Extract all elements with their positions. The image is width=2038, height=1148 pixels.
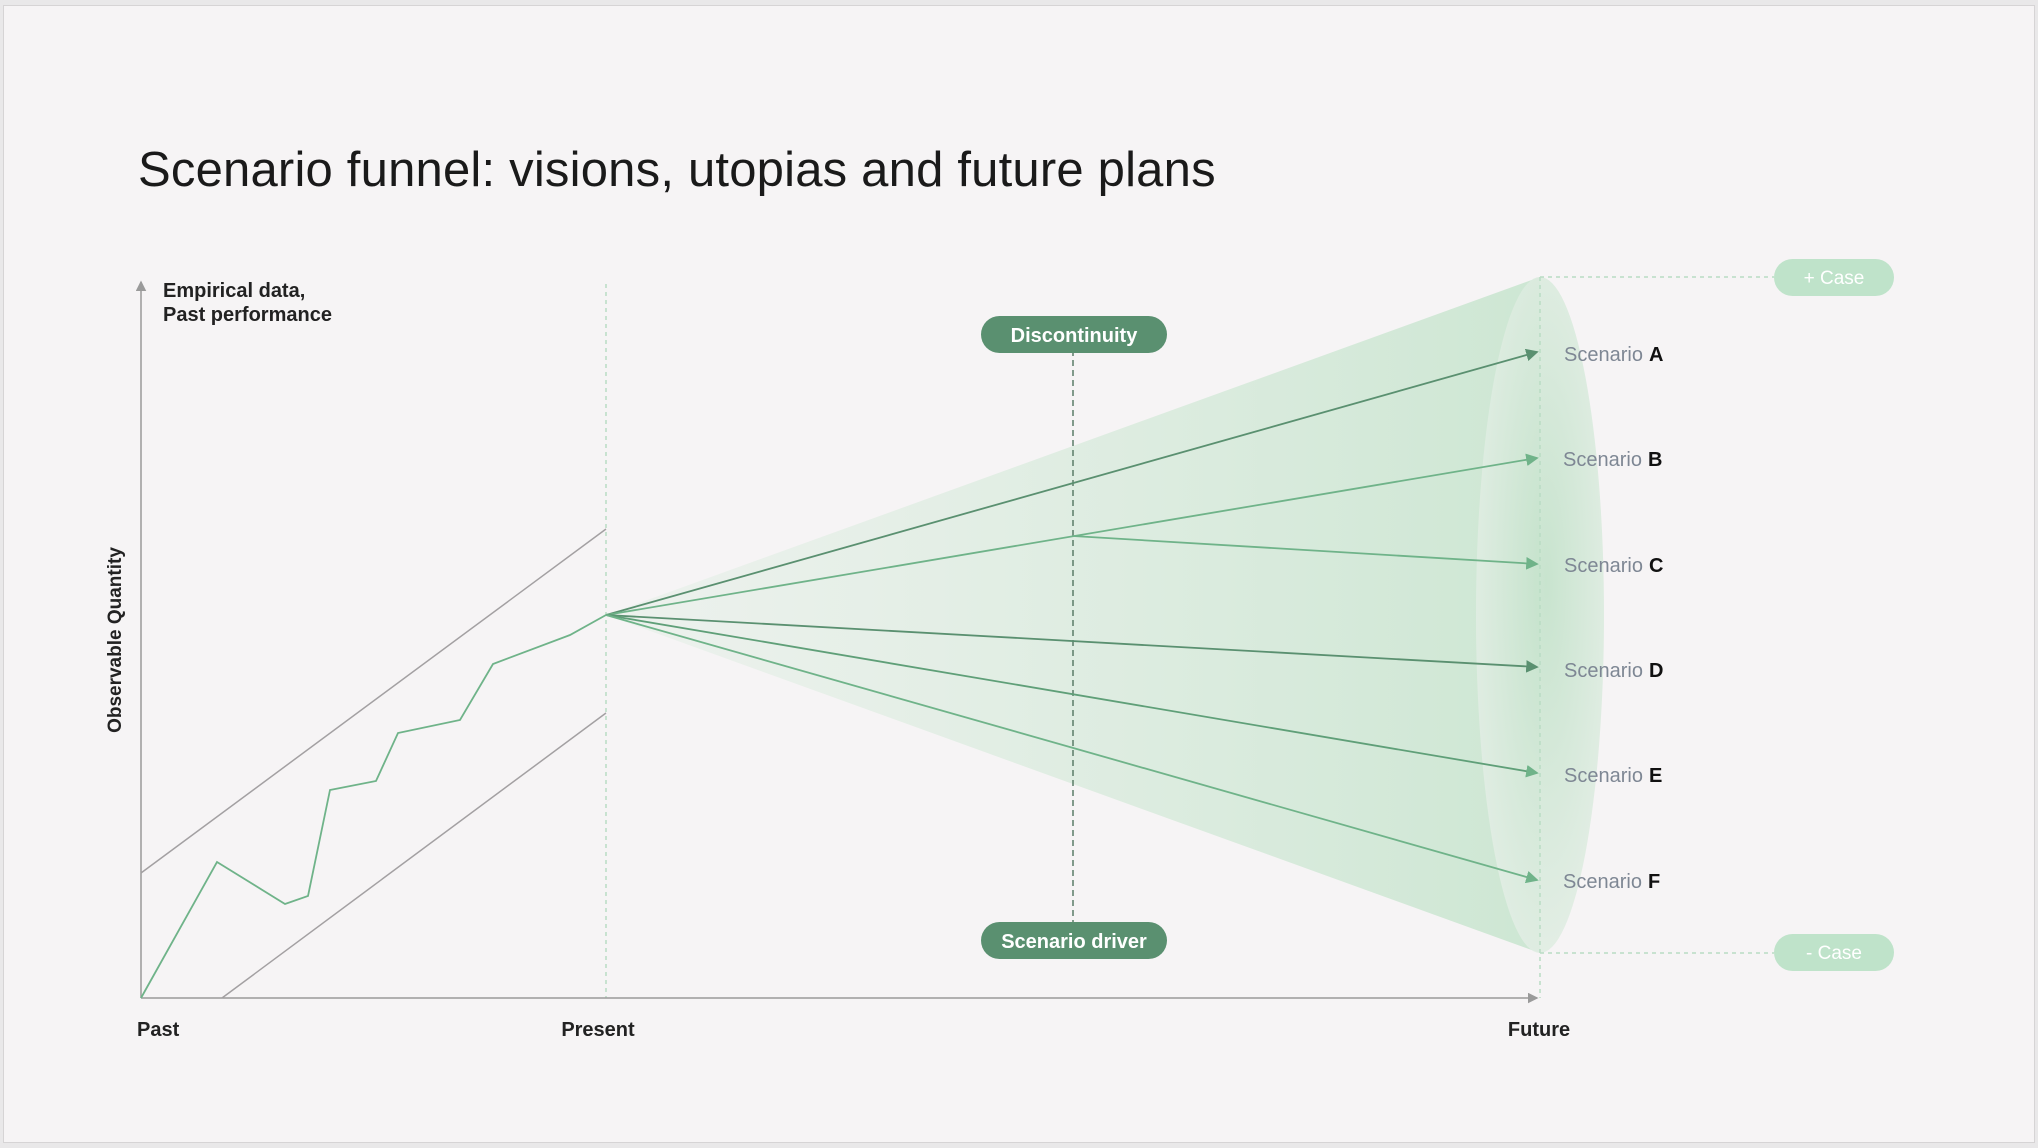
scenario-word: Scenario: [1564, 765, 1643, 787]
empirical-label-line1: Empirical data,: [163, 280, 305, 302]
scenario-label-e: Scenario E: [1564, 765, 1662, 787]
scenario-word: Scenario: [1563, 449, 1642, 471]
scenario-letter: C: [1649, 555, 1663, 577]
arrow-scenario-b: [605, 453, 1539, 616]
arrow-scenario-e: [605, 614, 1539, 778]
scenario-letter: E: [1649, 765, 1662, 787]
scenario-label-c: Scenario C: [1564, 555, 1663, 577]
x-label-past: Past: [137, 1019, 180, 1041]
scenario-letter: F: [1648, 871, 1660, 893]
arrow-scenario-c: [1072, 535, 1539, 570]
historical-data-line: [140, 614, 607, 999]
arrow-scenario-a: [605, 348, 1539, 616]
scenario-label-a: Scenario A: [1564, 344, 1663, 366]
scenario-label-b: Scenario B: [1563, 449, 1662, 471]
scenario-word: Scenario: [1564, 344, 1643, 366]
lower-band-line: [221, 712, 607, 999]
arrow-scenario-d: [605, 614, 1539, 673]
svg-text:- Case: - Case: [1806, 943, 1862, 964]
discontinuity-badge: Discontinuity: [981, 316, 1167, 353]
svg-text:+ Case: + Case: [1804, 268, 1865, 289]
scenario-label-d: Scenario D: [1564, 660, 1663, 682]
y-axis-label: Observable Quantity: [105, 547, 126, 733]
svg-text:Discontinuity: Discontinuity: [1011, 325, 1139, 347]
x-label-present: Present: [561, 1019, 635, 1041]
scenario-word: Scenario: [1564, 660, 1643, 682]
arrow-scenario-f: [605, 614, 1539, 884]
scenario-label-f: Scenario F: [1563, 871, 1660, 893]
scenario-letter: B: [1648, 449, 1662, 471]
scenario-letter: D: [1649, 660, 1663, 682]
upper-band-line: [140, 528, 607, 874]
minus-case-badge: - Case: [1774, 934, 1894, 971]
empirical-label-line2: Past performance: [163, 304, 332, 326]
plus-case-badge: + Case: [1774, 259, 1894, 296]
svg-text:Scenario driver: Scenario driver: [1001, 931, 1147, 953]
scenario-word: Scenario: [1563, 871, 1642, 893]
x-label-future: Future: [1508, 1019, 1570, 1041]
page-title: Scenario funnel: visions, utopias and fu…: [138, 143, 1216, 197]
scenario-word: Scenario: [1564, 555, 1643, 577]
scenario-driver-badge: Scenario driver: [981, 922, 1167, 959]
scenario-letter: A: [1649, 344, 1663, 366]
